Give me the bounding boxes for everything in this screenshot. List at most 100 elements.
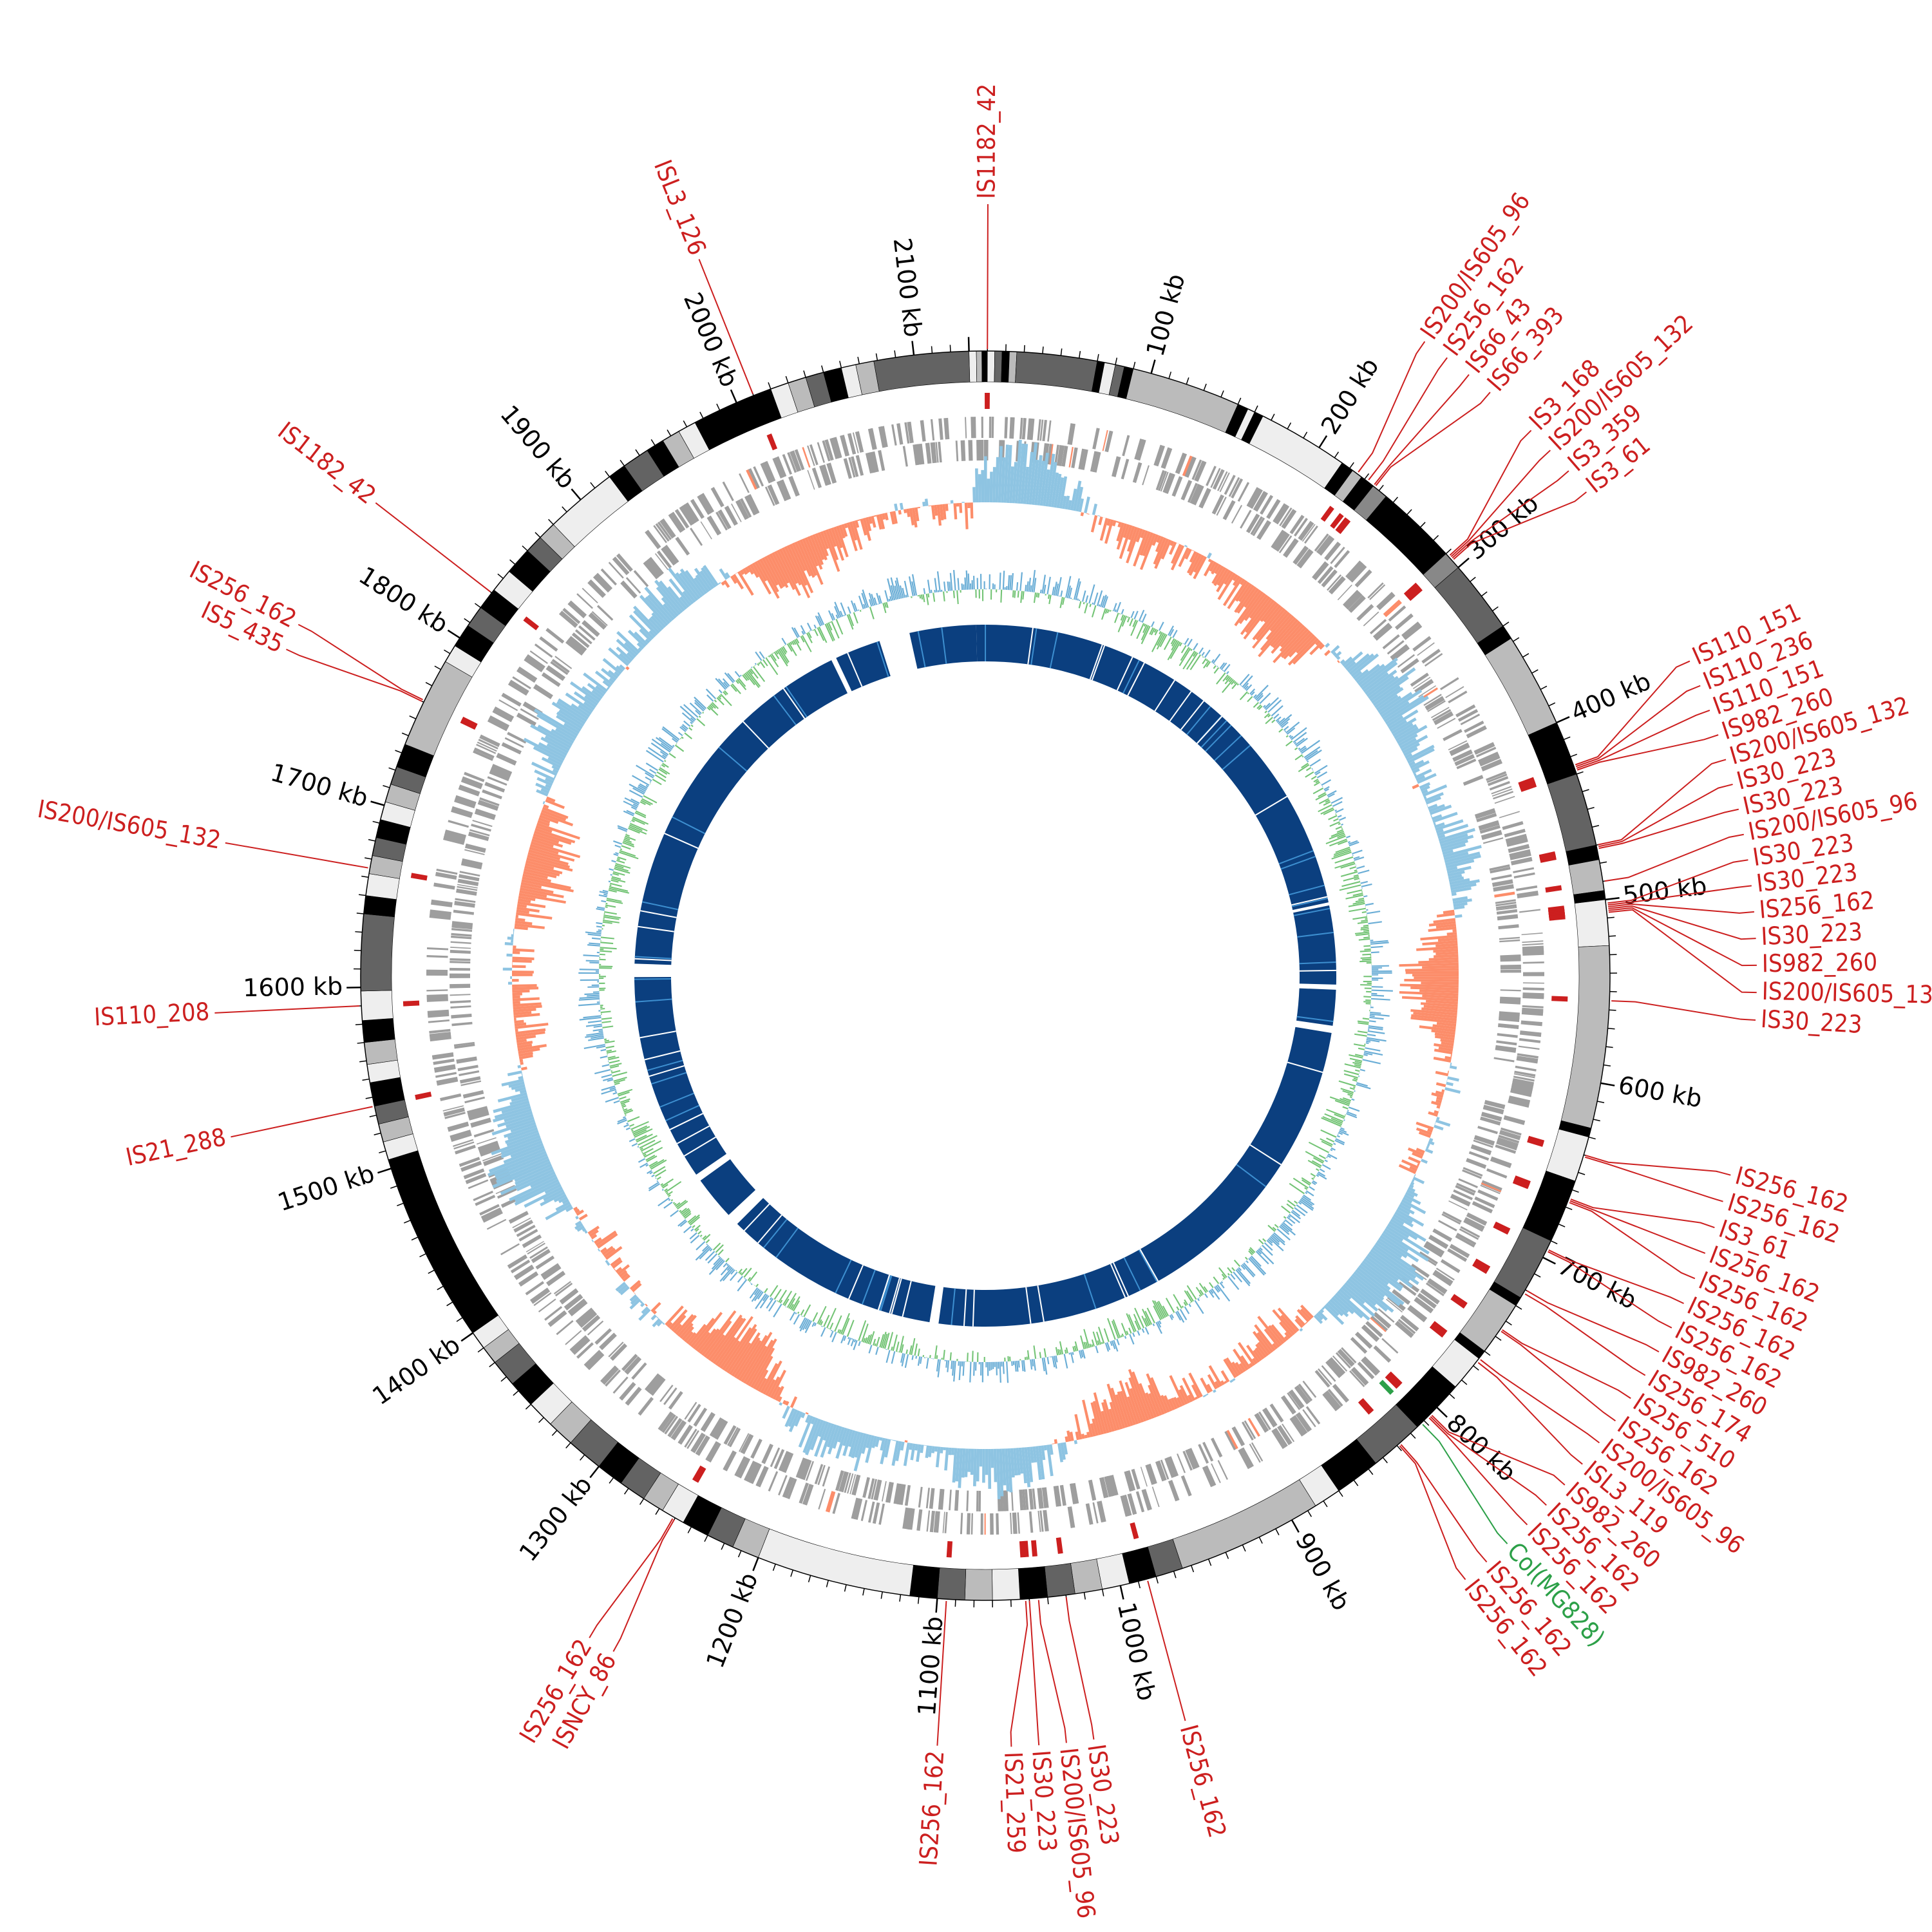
gc-skew-negative — [1412, 784, 1419, 790]
gc-skew-positive — [615, 1282, 627, 1292]
gc-content-high — [828, 610, 834, 621]
gene-block — [930, 419, 935, 441]
gc-content-low — [609, 1063, 622, 1067]
gc-skew-negative — [959, 502, 963, 513]
gc-content-low — [1236, 683, 1239, 686]
is-element-mark — [1472, 1261, 1489, 1274]
gc-skew-positive — [1439, 833, 1468, 844]
gc-content-low — [1357, 921, 1368, 924]
gc-skew-negative — [1283, 630, 1311, 659]
gc-content-high — [1220, 1281, 1224, 1284]
gc-skew-negative — [1416, 1148, 1425, 1154]
gc-content-high — [1369, 1015, 1375, 1018]
gc-content-high — [1065, 576, 1072, 598]
gene-block — [558, 611, 578, 628]
gene-block — [1407, 1307, 1426, 1323]
gc-skew-negative — [524, 865, 560, 876]
major-tick — [370, 800, 385, 806]
gc-skew-negative — [953, 503, 958, 520]
gene-block — [1287, 1392, 1301, 1410]
gc-skew-positive — [699, 570, 714, 590]
gc-content-high — [626, 810, 635, 815]
gc-skew-negative — [1139, 533, 1157, 571]
tick-label: 2000 kb — [678, 289, 744, 392]
gene-block — [1247, 1417, 1260, 1437]
gc-skew-positive — [989, 471, 993, 503]
gc-skew-negative — [533, 833, 560, 844]
gc-content-high — [1283, 726, 1289, 731]
leader-line — [1399, 1445, 1466, 1580]
gene-block — [1447, 1248, 1468, 1262]
gc-skew-negative — [1117, 1391, 1131, 1427]
gc-content-high — [1046, 1357, 1050, 1365]
gc-content-low — [621, 1103, 626, 1106]
gc-content-high — [1031, 1359, 1034, 1367]
is-element-mark — [1320, 506, 1334, 522]
gc-skew-positive — [1340, 659, 1345, 665]
gc-content-high — [679, 705, 696, 721]
gc-content-low — [1184, 1290, 1193, 1303]
gc-content-high — [851, 1338, 853, 1340]
gene-block — [1019, 417, 1023, 439]
gc-content-low — [614, 867, 630, 874]
gene-block — [1329, 1357, 1346, 1376]
gc-content-high — [1279, 1226, 1290, 1235]
inner-ring-divider — [951, 1288, 956, 1325]
gc-skew-positive — [1435, 1119, 1451, 1127]
gc-content-high — [1082, 1349, 1086, 1359]
gc-content-high — [1100, 595, 1105, 607]
gc-content-high — [858, 1341, 861, 1347]
gene-block — [1513, 872, 1535, 878]
gc-skew-negative — [791, 542, 807, 572]
gc-content-low — [1358, 1047, 1365, 1050]
gc-content-low — [1062, 597, 1065, 605]
gc-content-high — [1159, 1320, 1162, 1325]
minor-tick — [1254, 405, 1258, 413]
gc-skew-positive — [1382, 701, 1410, 721]
tick-label: 400 kb — [1567, 667, 1655, 726]
gene-block — [1493, 791, 1514, 800]
gc-skew-positive — [798, 1416, 813, 1448]
gc-content-low — [1132, 620, 1137, 627]
gc-skew-positive — [1327, 1300, 1344, 1316]
ideogram-band — [992, 1568, 1021, 1601]
inner-ring-divider — [1083, 1273, 1097, 1309]
gene-block — [805, 1461, 814, 1481]
gene-block — [1112, 456, 1121, 478]
gene-block — [1081, 449, 1088, 470]
gene-block — [960, 1513, 963, 1535]
gc-content-low — [1342, 1090, 1354, 1095]
gc-content-low — [1141, 1315, 1148, 1327]
gene-block — [872, 1502, 880, 1524]
gc-content-low — [735, 679, 739, 685]
minor-tick — [355, 931, 363, 933]
gene-block — [1283, 538, 1299, 558]
gc-skew-positive — [651, 612, 667, 629]
gc-content-low — [1365, 918, 1368, 920]
is-element-mark — [1330, 513, 1344, 529]
gc-skew-negative — [671, 1314, 687, 1332]
gc-content-low — [1206, 661, 1211, 668]
gc-content-high — [1256, 1249, 1262, 1255]
gene-block — [454, 798, 476, 809]
gc-skew-positive — [497, 1113, 534, 1128]
gc-skew-positive — [510, 1142, 544, 1158]
gc-content-low — [683, 1211, 692, 1218]
gc-skew-negative — [512, 992, 522, 996]
gene-block — [567, 1298, 587, 1314]
gc-skew-positive — [1056, 477, 1065, 509]
gc-skew-positive — [1446, 1081, 1454, 1086]
gc-content-low — [1320, 1138, 1333, 1146]
gc-content-high — [677, 732, 683, 737]
gene-block — [546, 1271, 564, 1285]
gc-content-high — [829, 1331, 834, 1338]
minor-tick — [411, 1236, 419, 1241]
minor-tick — [1578, 1171, 1586, 1175]
gc-content-low — [621, 845, 631, 850]
gc-content-high — [601, 900, 607, 903]
ideogram-band — [1001, 351, 1010, 383]
gc-content-low — [1344, 1063, 1361, 1069]
gene-block — [1435, 1267, 1455, 1281]
gc-skew-positive — [511, 940, 514, 943]
gene-block — [1250, 516, 1264, 535]
